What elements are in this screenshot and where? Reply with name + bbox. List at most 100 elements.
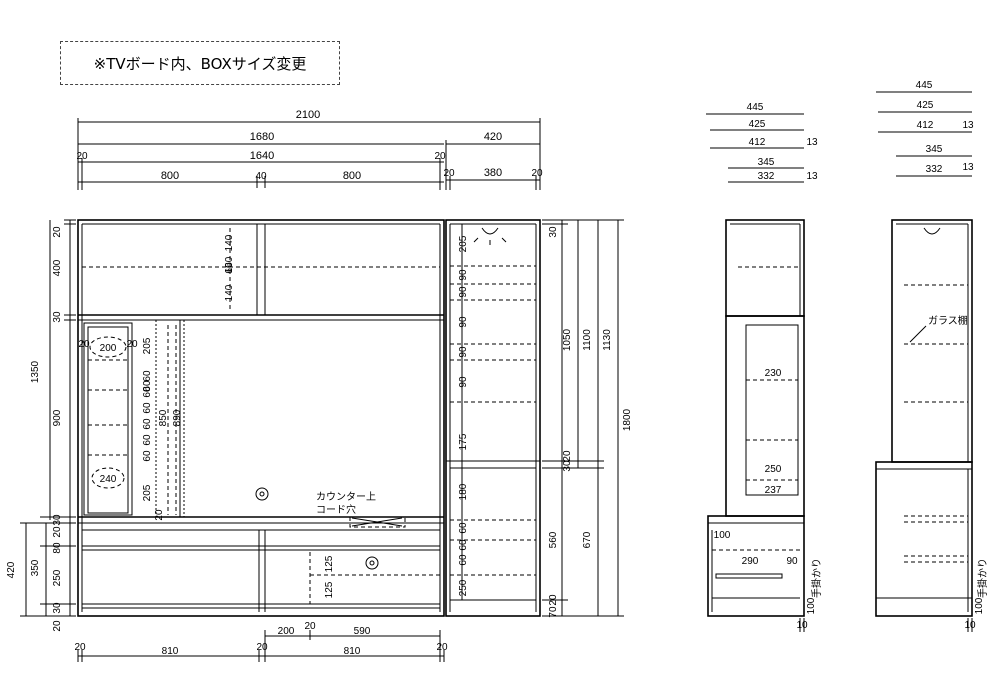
id-205: 205 bbox=[142, 337, 153, 354]
sa-230: 230 bbox=[765, 368, 782, 379]
bd-20d: 20 bbox=[436, 642, 448, 653]
light-icon bbox=[481, 227, 499, 235]
sb-13: 13 bbox=[962, 120, 974, 131]
rd-20: 20 bbox=[562, 450, 573, 462]
right-dim-labels: 30 1050 1100 1130 1800 20 30 560 670 20 … bbox=[548, 226, 633, 618]
rd-560: 560 bbox=[548, 531, 559, 548]
td-60c: 60 bbox=[458, 554, 469, 566]
sa-13b: 13 bbox=[806, 171, 818, 182]
sb-10: 10 bbox=[964, 620, 976, 631]
sa-100: 100 bbox=[714, 530, 731, 541]
dim-20-d: 20 bbox=[531, 168, 543, 179]
ld-20b: 20 bbox=[52, 526, 63, 538]
dim-20-a: 20 bbox=[76, 151, 88, 162]
dim-1640: 1640 bbox=[250, 150, 274, 162]
sa-10: 10 bbox=[796, 620, 808, 631]
sa-250: 250 bbox=[765, 464, 782, 475]
id-160: 160 bbox=[224, 256, 235, 273]
ld-420: 420 bbox=[6, 561, 17, 578]
cord-hole-icon bbox=[255, 487, 269, 501]
ld-20: 20 bbox=[52, 226, 63, 238]
id-125b: 125 bbox=[324, 581, 335, 598]
bd-20: 20 bbox=[304, 621, 316, 632]
dim-800-a: 800 bbox=[161, 170, 179, 182]
sb-13b: 13 bbox=[962, 162, 974, 173]
dim-1680: 1680 bbox=[250, 131, 274, 143]
td-90d: 90 bbox=[458, 346, 469, 358]
ld-30b: 30 bbox=[52, 514, 63, 526]
sa-90: 90 bbox=[786, 556, 798, 567]
ld-80: 80 bbox=[52, 542, 63, 554]
cord-hole-icon-lower bbox=[365, 556, 379, 570]
sa-332: 332 bbox=[758, 171, 775, 182]
left-dim-labels: 20 400 30 1350 900 30 420 20 80 350 250 … bbox=[6, 226, 63, 632]
sb-345: 345 bbox=[926, 144, 943, 155]
id-60g: 60 bbox=[142, 380, 153, 392]
id-205b: 205 bbox=[142, 484, 153, 501]
rd-1050: 1050 bbox=[562, 328, 573, 351]
id-125: 125 bbox=[324, 555, 335, 572]
rd-30: 30 bbox=[548, 226, 559, 238]
td-180: 180 bbox=[458, 483, 469, 500]
cable-hole-200 bbox=[89, 336, 127, 358]
front-elevation: 2100 1680 420 20 1640 20 800 40 800 20 3… bbox=[6, 109, 633, 662]
sa-237: 237 bbox=[765, 485, 782, 496]
id-60: 60 bbox=[224, 262, 235, 274]
bd-810b: 810 bbox=[344, 646, 361, 657]
change-note-text: ※TVボード内、BOXサイズ変更 bbox=[93, 54, 307, 73]
glass-shelf-label: ガラス棚 bbox=[928, 314, 968, 327]
bd-20b: 20 bbox=[74, 642, 86, 653]
id-60c: 60 bbox=[142, 402, 153, 414]
counter-hole-label: カウンター上 bbox=[316, 491, 376, 503]
td-250: 250 bbox=[458, 579, 469, 596]
rd-1130: 1130 bbox=[602, 329, 613, 351]
bd-810: 810 bbox=[162, 646, 179, 657]
sa-13: 13 bbox=[806, 137, 818, 148]
id-60d: 60 bbox=[142, 418, 153, 430]
ld-350: 350 bbox=[30, 559, 41, 576]
td-90b: 90 bbox=[458, 286, 469, 298]
td-60a: 60 bbox=[458, 522, 469, 534]
id-140: 140 bbox=[224, 234, 235, 251]
dim-20-b: 20 bbox=[434, 151, 446, 162]
bd-20c: 20 bbox=[256, 642, 268, 653]
sa-412: 412 bbox=[749, 137, 766, 148]
id-850: 850 bbox=[158, 409, 169, 426]
sa-425: 425 bbox=[749, 119, 766, 130]
bd-590: 590 bbox=[354, 626, 371, 637]
id-20: 20 bbox=[78, 339, 90, 350]
sa-345: 345 bbox=[758, 157, 775, 168]
cable-hole-240 bbox=[91, 467, 125, 489]
rd-1100: 1100 bbox=[582, 329, 593, 351]
sb-100: 100 bbox=[974, 597, 985, 614]
id-20c: 20 bbox=[154, 509, 165, 521]
id-140b: 140 bbox=[224, 284, 235, 301]
sb-handle-label: 手掛かり bbox=[976, 558, 989, 598]
ld-400: 400 bbox=[52, 259, 63, 276]
sa-handle-label: 手掛かり bbox=[810, 558, 823, 598]
ld-250: 250 bbox=[52, 569, 63, 586]
tower-outline bbox=[445, 219, 541, 617]
td-90c: 90 bbox=[458, 316, 469, 328]
sb-425: 425 bbox=[917, 100, 934, 111]
sa-290: 290 bbox=[742, 556, 759, 567]
id-200: 200 bbox=[100, 343, 117, 354]
tower-dim-labels: 205 90 90 90 90 90 175 180 60 60 60 250 bbox=[458, 224, 469, 600]
rd-1800: 1800 bbox=[622, 408, 633, 431]
td-90a: 90 bbox=[458, 269, 469, 281]
rd-20b: 20 bbox=[548, 594, 559, 606]
dim-380: 380 bbox=[484, 167, 502, 179]
td-175: 175 bbox=[458, 433, 469, 450]
sb-445: 445 bbox=[916, 80, 933, 91]
td-90e: 90 bbox=[458, 376, 469, 388]
sa-445: 445 bbox=[747, 102, 764, 113]
rd-70: 70 bbox=[548, 606, 559, 618]
cord-hole-label: コード穴 bbox=[316, 503, 356, 516]
td-205: 205 bbox=[458, 235, 469, 252]
id-890: 890 bbox=[172, 409, 183, 426]
id-60e: 60 bbox=[142, 434, 153, 446]
side-view-b: 445 425 412 13 345 332 13 ガラス棚 手掛かり 100 … bbox=[875, 80, 989, 632]
change-note-box: ※TVボード内、BOXサイズ変更 bbox=[60, 41, 340, 85]
side-view-a: 445 425 412 13 345 332 13 230 250 237 10… bbox=[706, 102, 823, 632]
